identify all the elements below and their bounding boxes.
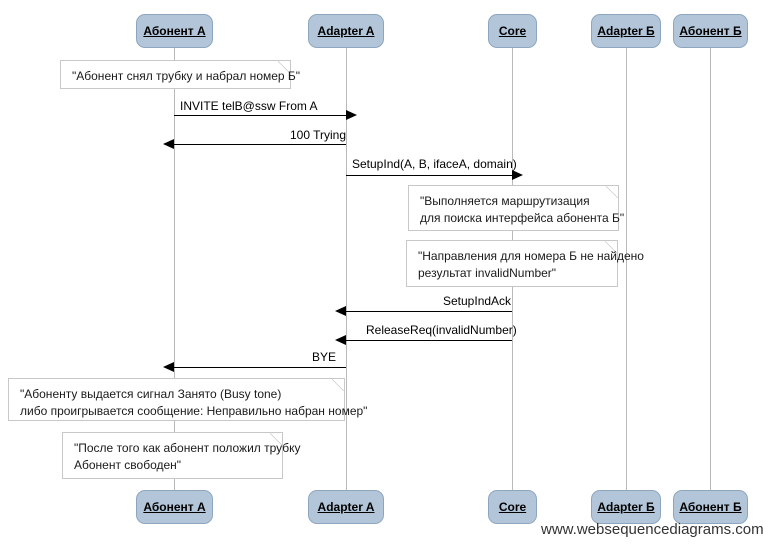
participant-label: Adapter Б	[597, 500, 655, 514]
msg-invite-label: INVITE telB@ssw From A	[180, 99, 318, 113]
participant-core-top[interactable]: Core	[488, 14, 537, 48]
note-fold-corner	[332, 379, 344, 391]
participant-label: Adapter Б	[597, 24, 655, 38]
msg-bye-label: BYE	[312, 350, 337, 364]
msg-setupindack-arrowhead	[335, 306, 346, 316]
participant-label: Абонент А	[143, 500, 206, 514]
note-busytone: "Абоненту выдается сигнал Занято (Busy t…	[8, 378, 368, 421]
participant-label: Adapter A	[317, 500, 375, 514]
lifeline-adapter-a	[346, 48, 347, 492]
note-fold-corner	[605, 241, 617, 253]
note-fold-corner	[606, 186, 618, 198]
msg-setupindack-label: SetupIndAck	[443, 294, 512, 308]
note-offhook: "Абонент снял трубку и набрал номер Б"	[60, 60, 301, 89]
msg-invite-arrowhead	[346, 110, 357, 120]
msg-100trying-label: 100 Trying	[290, 128, 347, 142]
participant-adapter-b-bottom[interactable]: Adapter Б	[591, 490, 661, 524]
participant-adapter-a-bottom[interactable]: Adapter A	[308, 490, 384, 524]
note-text: "Абоненту выдается сигнал Занято (Busy t…	[20, 387, 368, 418]
note-routing: "Выполняется маршрутизация для поиска ин…	[408, 185, 625, 231]
participant-abonent-a-bottom[interactable]: Абонент А	[136, 490, 213, 524]
lifeline-abonent-a	[174, 48, 175, 492]
msg-100trying-line	[163, 139, 346, 149]
msg-bye-line	[163, 362, 346, 372]
msg-releasereq-line	[335, 335, 512, 345]
participant-label: Абонент А	[143, 24, 206, 38]
note-fold-corner	[278, 61, 290, 73]
lifeline-abonent-b	[710, 48, 711, 492]
msg-invite-line	[174, 110, 357, 120]
note-free: "После того как абонент положил трубку А…	[62, 432, 301, 479]
participant-core-bottom[interactable]: Core	[488, 490, 537, 524]
msg-setupind-line	[346, 170, 523, 180]
participant-abonent-a-top[interactable]: Абонент А	[136, 14, 213, 48]
msg-setupind-arrowhead	[512, 170, 523, 180]
participant-abonent-b-top[interactable]: Абонент Б	[673, 14, 748, 48]
note-text: "Направления для номера Б не найдено рез…	[418, 249, 644, 280]
msg-releasereq-label: ReleaseReq(invalidNumber)	[366, 323, 517, 337]
participant-label: Core	[498, 24, 527, 38]
lifeline-adapter-b	[626, 48, 627, 492]
participant-label: Adapter A	[317, 24, 375, 38]
msg-setupind-label: SetupInd(A, B, ifaceA, domain)	[352, 157, 517, 171]
participant-label: Абонент Б	[679, 500, 742, 514]
msg-bye-arrowhead	[163, 362, 174, 372]
note-text: "После того как абонент положил трубку А…	[74, 441, 301, 472]
participant-adapter-b-top[interactable]: Adapter Б	[591, 14, 661, 48]
participant-label: Абонент Б	[679, 24, 742, 38]
participant-label: Core	[498, 500, 527, 514]
msg-100trying-arrowhead	[163, 139, 174, 149]
note-fold-corner	[270, 433, 282, 445]
note-invalid: "Направления для номера Б не найдено рез…	[406, 240, 644, 287]
watermark: www.websequencediagrams.com	[541, 521, 763, 538]
msg-setupindack-line	[335, 306, 512, 316]
note-text: "Выполняется маршрутизация для поиска ин…	[420, 194, 625, 225]
participant-abonent-b-bottom[interactable]: Абонент Б	[673, 490, 748, 524]
participant-adapter-a-top[interactable]: Adapter A	[308, 14, 384, 48]
msg-releasereq-arrowhead	[335, 335, 346, 345]
note-text: "Абонент снял трубку и набрал номер Б"	[72, 69, 301, 83]
